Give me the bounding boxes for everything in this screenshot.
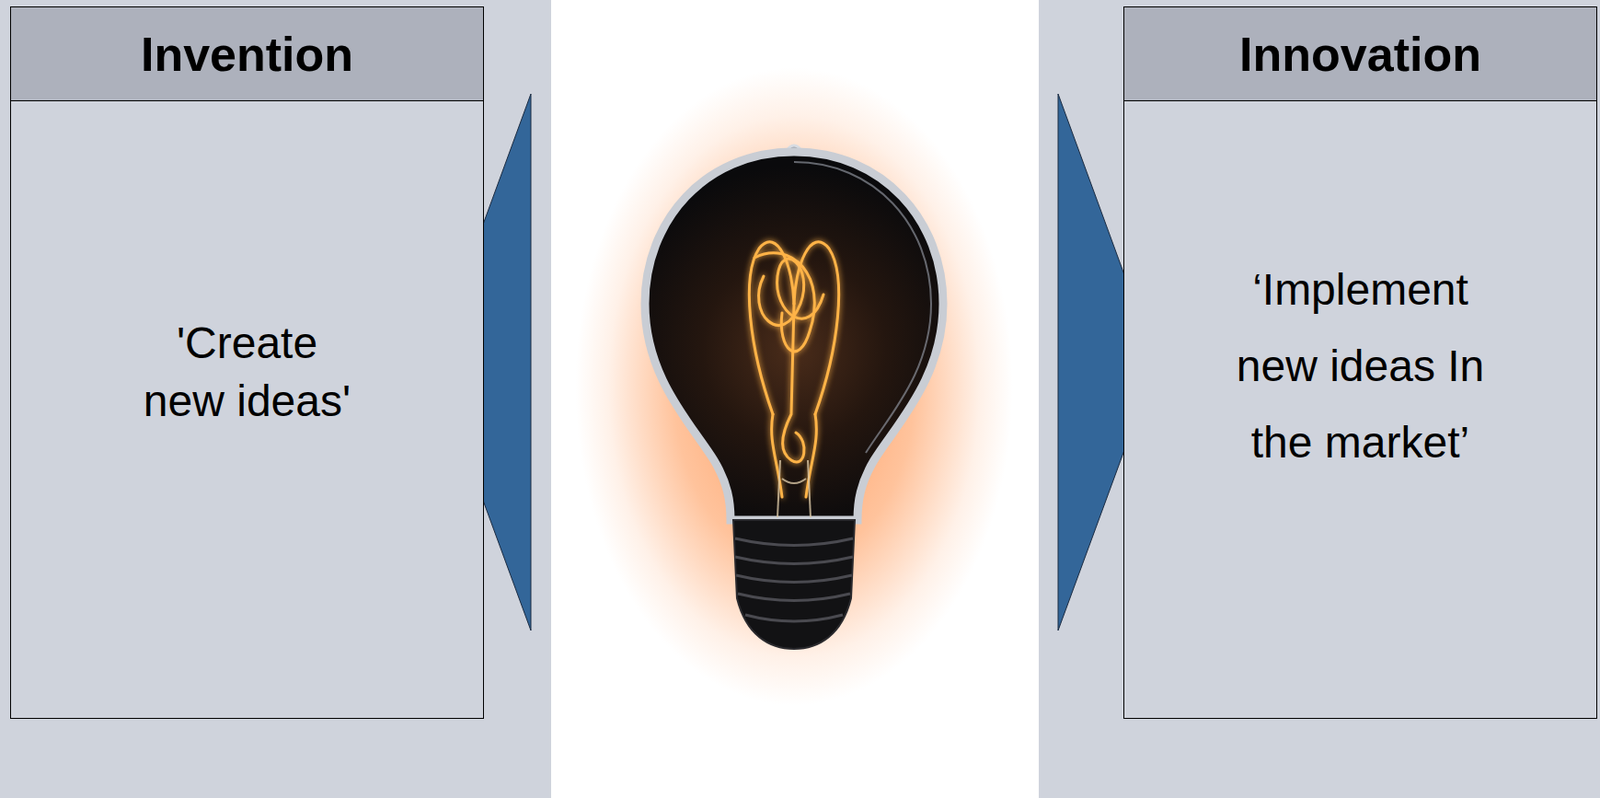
bulb-glow [570, 18, 1020, 764]
box-heading: Invention [11, 7, 484, 102]
box-body-text: 'Create new ideas' [134, 313, 360, 430]
box-heading: Innovation [1124, 7, 1597, 102]
innovation-box: Innovation ‘Implement new ideas In the ma… [1123, 6, 1598, 719]
invention-box: Invention 'Create new ideas' [10, 6, 484, 719]
center-panel [551, 0, 1039, 798]
box-body-text: ‘Implement new ideas In the market’ [1222, 251, 1499, 481]
light-bulb [644, 145, 944, 649]
